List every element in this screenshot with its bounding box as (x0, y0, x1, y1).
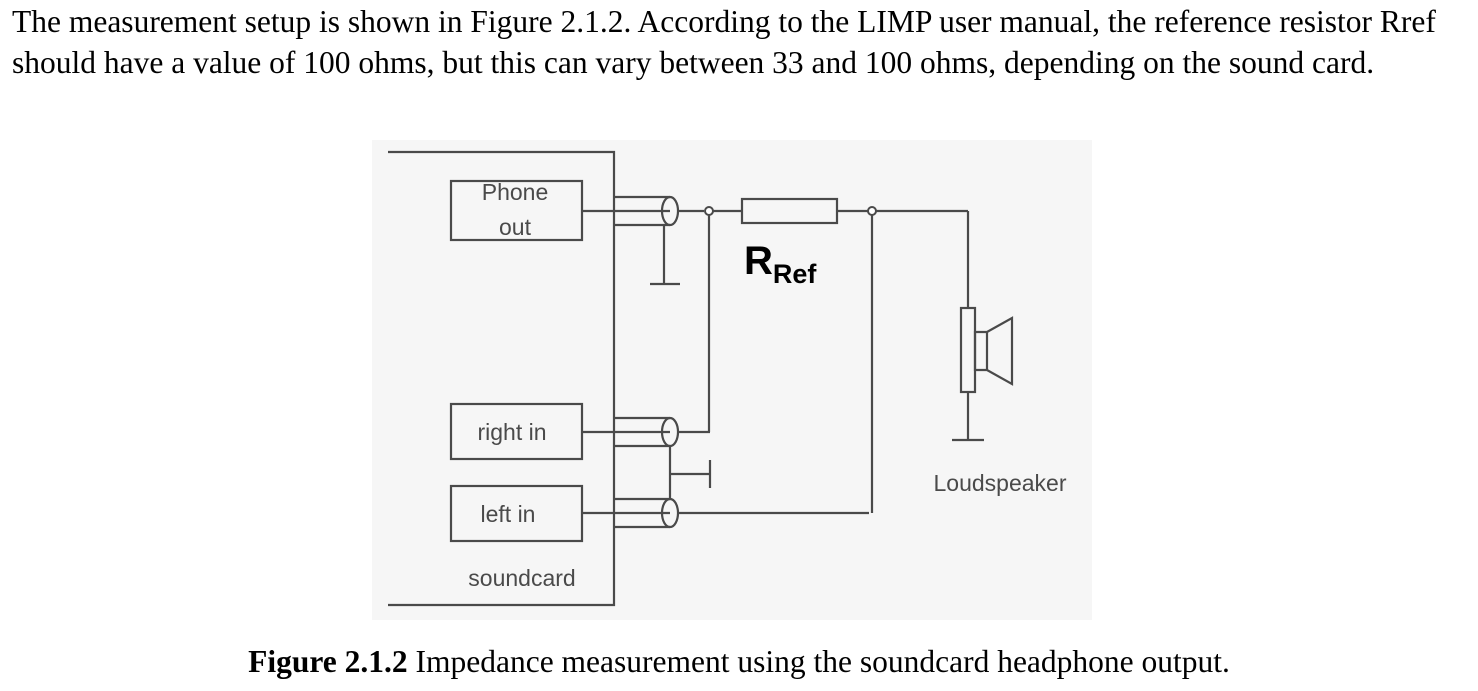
left-in-label: left in (481, 501, 536, 527)
input-ground (668, 446, 712, 499)
soundcard-label: soundcard (468, 565, 575, 591)
loudspeaker-symbol (952, 211, 1014, 442)
phone-out-connector (582, 195, 704, 286)
right-in-label: right in (477, 419, 546, 445)
caption-number: Figure 2.1.2 (248, 644, 408, 679)
phone-out-label-line2: out (499, 214, 532, 240)
figure-caption: Figure 2.1.2 Impedance measurement using… (0, 642, 1478, 682)
junction-node-2 (867, 206, 877, 216)
body-paragraph: The measurement setup is shown in Figure… (12, 4, 1436, 80)
right-in-connector (582, 416, 710, 448)
resistor-label: RRef (744, 239, 817, 289)
soundcard-enclosure (388, 150, 616, 607)
junction-node-1 (704, 206, 714, 216)
resistor-label-sub: Ref (773, 259, 818, 289)
resistor-label-main: R (744, 239, 773, 283)
caption-text: Impedance measurement using the soundcar… (407, 644, 1230, 679)
loudspeaker-label: Loudspeaker (934, 470, 1067, 496)
phone-out-label-line1: Phone (482, 179, 549, 205)
